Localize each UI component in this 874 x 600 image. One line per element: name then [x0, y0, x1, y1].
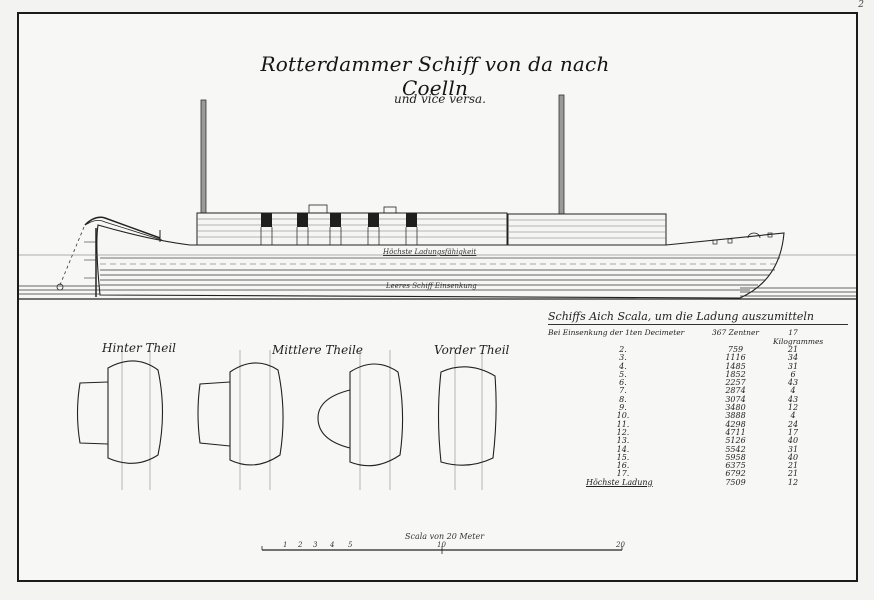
plate-title: Rotterdammer Schiff von da nach Coelln [260, 52, 610, 100]
scale-tick-end: 20 [616, 541, 625, 549]
scale-tick: 3 [313, 541, 318, 549]
cross-section-midships-2 [317, 350, 404, 490]
cross-section-stern [76, 350, 164, 490]
cross-section-bow [437, 350, 497, 490]
section-label-stern: Hinter Theil [102, 341, 177, 355]
waterline-label: Höchste Ladungsfähigkeit [383, 248, 477, 256]
col-zentner: 367 Zentner [711, 328, 760, 337]
hull [96, 224, 785, 299]
col-kg: 17 Kilogrammes [773, 328, 824, 346]
tonnage-scale-table: Schiffs Aich Scala, um die Ladung auszum… [548, 310, 848, 487]
col-depth: Bei Einsenkung der 1ten Decimeter [548, 328, 685, 337]
cross-section-midships-1 [197, 350, 284, 490]
table-header: Bei Einsenkung der 1ten Decimeter 367 Ze… [548, 328, 848, 346]
forward-hold [507, 213, 667, 246]
section-label-bow: Vorder Theil [434, 343, 510, 357]
mast-aft [200, 99, 207, 215]
plate-subtitle: und vice versa. [394, 92, 486, 106]
scale-tick: 2 [298, 541, 303, 549]
scale-bar [261, 546, 623, 554]
scale-tick: 1 [283, 541, 288, 549]
rudder-and-tiller [56, 216, 163, 297]
section-label-midships: Mittlere Theile [272, 343, 363, 357]
scale-tick: 4 [330, 541, 335, 549]
scale-bar-label: Scala von 20 Meter [405, 532, 485, 541]
mast-fore [558, 94, 565, 216]
table-title: Schiffs Aich Scala, um die Ladung auszum… [548, 310, 848, 325]
water-hatching [19, 254, 856, 300]
scale-tick: 5 [348, 541, 353, 549]
light-draft-label: Leeres Schiff Einsenkung [386, 282, 477, 290]
plate-number: 2 [858, 0, 864, 10]
scale-tick-mid: 10 [437, 541, 446, 549]
deckhouse [196, 204, 508, 246]
